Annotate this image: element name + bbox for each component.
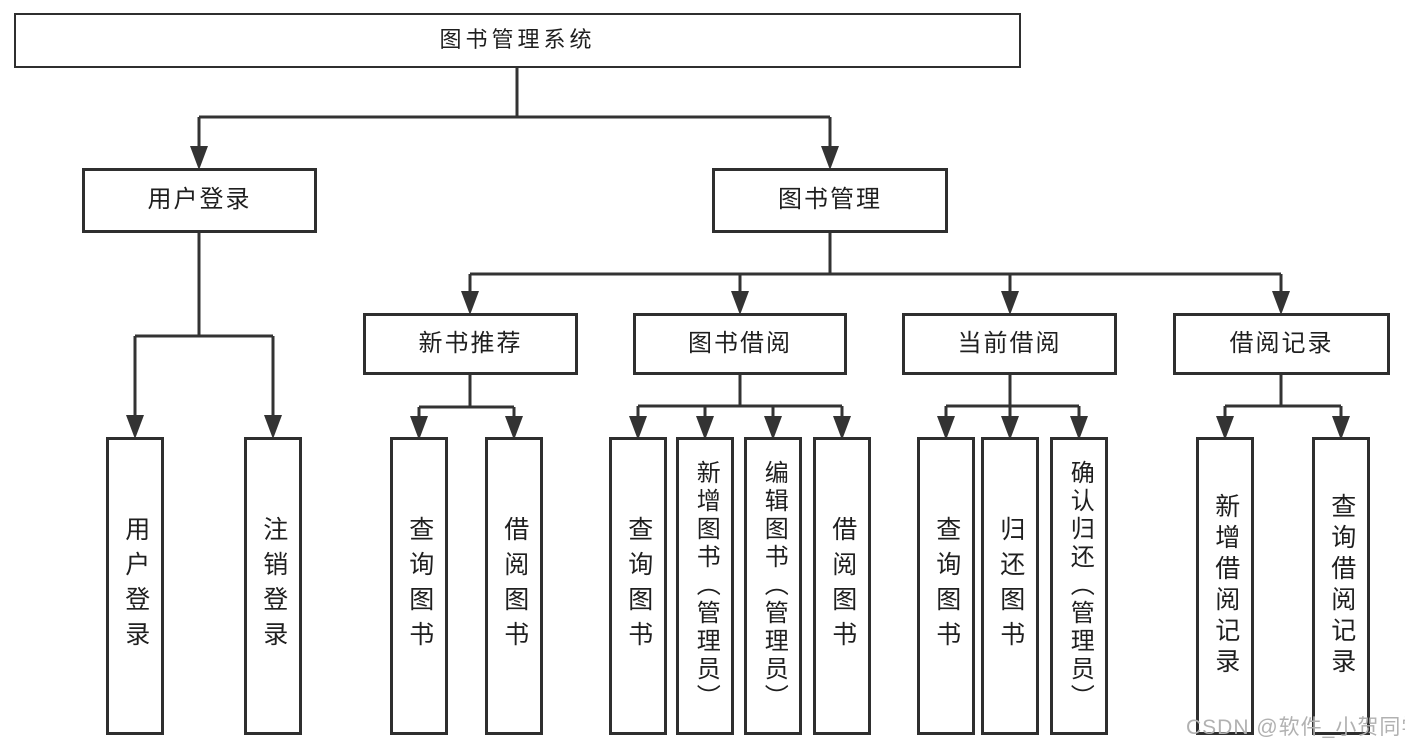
node-br-query-record: 查询借阅记录 bbox=[1312, 437, 1370, 735]
arrowheads bbox=[126, 146, 1350, 440]
csdn-watermark: CSDN @软件_小贺同学 bbox=[1186, 716, 1405, 739]
node-library-management-system: 图书管理系统 bbox=[14, 13, 1021, 68]
node-cb-return-books: 归还图书 bbox=[981, 437, 1039, 735]
node-user-login-leaf: 用户登录 bbox=[106, 437, 164, 735]
connector-path bbox=[133, 68, 1343, 420]
node-logout-leaf: 注销登录 bbox=[244, 437, 302, 735]
node-borrowing-records: 借阅记录 bbox=[1173, 313, 1390, 375]
node-book-borrowing: 图书借阅 bbox=[633, 313, 847, 375]
node-cb-confirm-return-admin: 确认归还（管理员） bbox=[1050, 437, 1108, 735]
node-bb-borrow-books: 借阅图书 bbox=[813, 437, 871, 735]
node-book-management: 图书管理 bbox=[712, 168, 948, 233]
node-bb-edit-books-admin: 编辑图书（管理员） bbox=[744, 437, 802, 735]
node-bb-query-books: 查询图书 bbox=[609, 437, 667, 735]
node-cb-query-books: 查询图书 bbox=[917, 437, 975, 735]
node-new-book-recommend: 新书推荐 bbox=[363, 313, 578, 375]
node-bb-add-books-admin: 新增图书（管理员） bbox=[676, 437, 734, 735]
node-nbr-query-books: 查询图书 bbox=[390, 437, 448, 735]
node-current-borrowing: 当前借阅 bbox=[902, 313, 1117, 375]
node-br-add-record: 新增借阅记录 bbox=[1196, 437, 1254, 735]
node-nbr-borrow-books: 借阅图书 bbox=[485, 437, 543, 735]
node-user-login: 用户登录 bbox=[82, 168, 317, 233]
